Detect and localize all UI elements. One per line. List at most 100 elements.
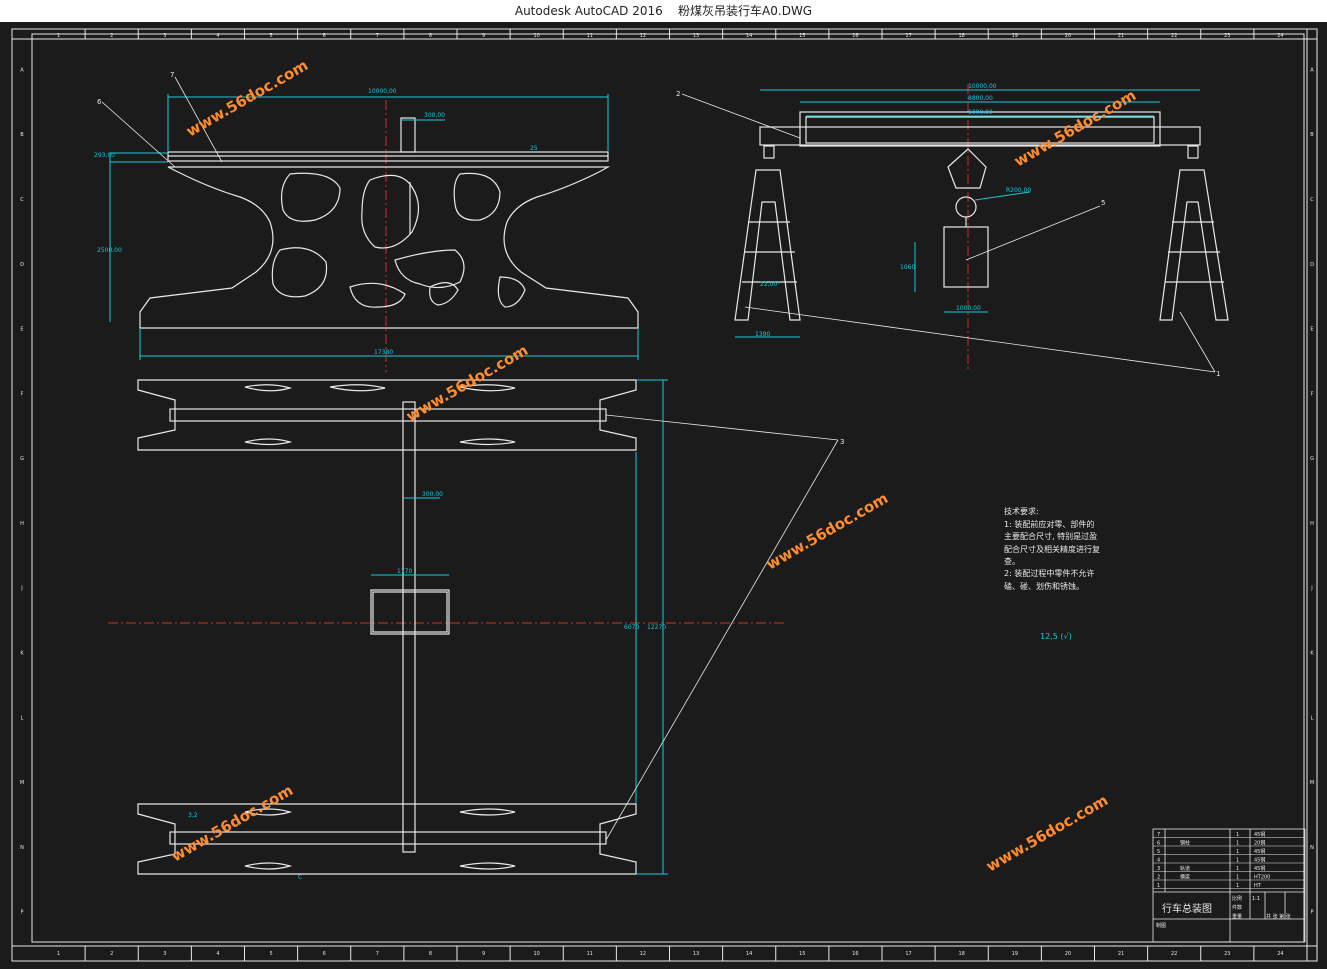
dim-side-span-2: 8800,00 xyxy=(968,95,993,102)
leader-7: 7 xyxy=(170,71,174,79)
frame-row-label: M xyxy=(1310,780,1314,786)
bom-cell-no: 5 xyxy=(1157,849,1160,855)
frame-column-label: 14 xyxy=(746,33,752,39)
frame-column-label: 12 xyxy=(640,951,646,957)
frame-row-label: D xyxy=(1310,262,1314,268)
frame-row-label: J xyxy=(20,586,22,592)
frame-column-label: 17 xyxy=(905,951,911,957)
weight-label: 重量 xyxy=(1232,913,1242,920)
bom-cell-qty: 1 xyxy=(1236,866,1239,872)
frame-column-label: 3 xyxy=(163,951,166,957)
frame-row-label: C xyxy=(20,197,24,203)
frame-column-label: 20 xyxy=(1065,951,1071,957)
dim-leg-base: 1390 xyxy=(755,331,770,338)
dim-plan-block: 1770 xyxy=(397,568,412,575)
dim-side-height: 2500,00 xyxy=(97,247,122,254)
frame-row-label: F xyxy=(1311,391,1314,397)
tech-line-4: 查。 xyxy=(1004,556,1020,566)
frame-row-label: P xyxy=(20,910,23,916)
dim-block-height: 1060 xyxy=(900,264,915,271)
dim-side-span-1: 10000,00 xyxy=(968,83,997,90)
bom-cell-no: 3 xyxy=(1157,866,1160,872)
frame-column-label: 11 xyxy=(587,951,593,957)
frame-column-label: 21 xyxy=(1118,33,1124,39)
frame-column-label: 3 xyxy=(163,33,166,39)
frame-row-label: C xyxy=(1310,197,1314,203)
frame-column-label: 18 xyxy=(959,951,965,957)
frame-column-label: 19 xyxy=(1012,33,1018,39)
scale-label: 比例 xyxy=(1232,895,1242,902)
frame-row-label: M xyxy=(20,780,24,786)
frame-column-label: 2 xyxy=(110,951,113,957)
frame-row-label: D xyxy=(20,262,24,268)
dim-plan-length: 12270 xyxy=(647,624,666,631)
count-label: 件数 xyxy=(1232,904,1242,911)
frame-column-label: 24 xyxy=(1277,951,1283,957)
frame-column-label: 4 xyxy=(216,33,219,39)
bom-cell-qty: 1 xyxy=(1236,849,1239,855)
frame-column-label: 20 xyxy=(1065,33,1071,39)
drawing-title: 行车总装图 xyxy=(1162,902,1212,915)
bom-cell-qty: 1 xyxy=(1236,832,1239,838)
frame-column-label: 1 xyxy=(57,33,60,39)
bom-cell-material: HT200 xyxy=(1254,875,1270,881)
frame-column-label: 9 xyxy=(482,33,485,39)
frame-row-label: G xyxy=(1310,456,1314,462)
frame-column-labels: 1122334455667788991010111112121313141415… xyxy=(57,33,1284,957)
author-label: 制图 xyxy=(1156,922,1166,929)
tech-line-2: 主要配合尺寸, 特别是过盈 xyxy=(1004,531,1097,541)
watermark: www.56doc.com xyxy=(763,489,891,573)
dim-top-span: 10000,00 xyxy=(368,88,397,95)
frame-row-label: K xyxy=(1310,650,1314,656)
frame-column-label: 6 xyxy=(323,33,326,39)
dim-plan-post: 300,00 xyxy=(422,491,443,498)
dim-base-length: 17380 xyxy=(374,349,393,356)
frame-column-label: 8 xyxy=(429,33,432,39)
bom-cell-no: 4 xyxy=(1157,858,1160,864)
bom-cell-no: 7 xyxy=(1157,832,1160,838)
frame-column-label: 7 xyxy=(376,33,379,39)
dim-side-span-3: 6000,00 xyxy=(968,109,993,116)
leader-6: 6 xyxy=(97,98,102,106)
tech-line-3: 配合尺寸及相关精度进行复 xyxy=(1004,544,1100,554)
dim-post-width: 300,00 xyxy=(424,112,445,119)
file-name: 粉煤灰吊装行车A0.DWG xyxy=(678,4,813,18)
dim-plan-total: 6070 xyxy=(624,624,639,631)
watermark: www.56doc.com xyxy=(983,791,1111,875)
frame-row-label: H xyxy=(1310,521,1314,527)
drawing-frame xyxy=(11,28,1318,962)
bom-cell-no: 1 xyxy=(1157,883,1160,889)
frame-column-label: 14 xyxy=(746,951,752,957)
watermark: www.56doc.com xyxy=(183,56,311,140)
frame-column-label: 2 xyxy=(110,33,113,39)
frame-column-label: 23 xyxy=(1224,33,1230,39)
bom-cell-name: 钢柱 xyxy=(1180,840,1190,847)
frame-row-label: H xyxy=(20,521,24,527)
tech-line-5: 2: 装配过程中零件不允许 xyxy=(1004,568,1094,578)
scale-value: 1:1 xyxy=(1252,896,1260,902)
window-title-bar: Autodesk AutoCAD 2016 粉煤灰吊装行车A0.DWG xyxy=(0,0,1327,22)
frame-row-label: F xyxy=(21,391,24,397)
bom-cell-material: 45钢 xyxy=(1254,865,1265,872)
frame-column-label: 17 xyxy=(905,33,911,39)
frame-row-label: N xyxy=(1310,845,1314,851)
frame-column-label: 18 xyxy=(959,33,965,39)
dim-leg-angle: 22,00° xyxy=(760,281,780,288)
frame-row-label: E xyxy=(1310,327,1313,333)
frame-column-label: 12 xyxy=(640,33,646,39)
dim-plan-bottom: C xyxy=(298,874,302,881)
watermark: www.56doc.com xyxy=(1011,86,1139,170)
frame-row-label: L xyxy=(1311,715,1314,721)
leader-5: 5 xyxy=(1101,199,1105,207)
frame-row-label: P xyxy=(1310,910,1313,916)
frame-row-label: L xyxy=(21,715,24,721)
bom-cell-material: HT xyxy=(1254,883,1262,889)
bom-cell-qty: 1 xyxy=(1236,858,1239,864)
bom-cell-material: 45钢 xyxy=(1254,848,1265,855)
frame-row-label: E xyxy=(20,327,23,333)
frame-column-label: 7 xyxy=(376,951,379,957)
frame-column-label: 5 xyxy=(269,33,272,39)
